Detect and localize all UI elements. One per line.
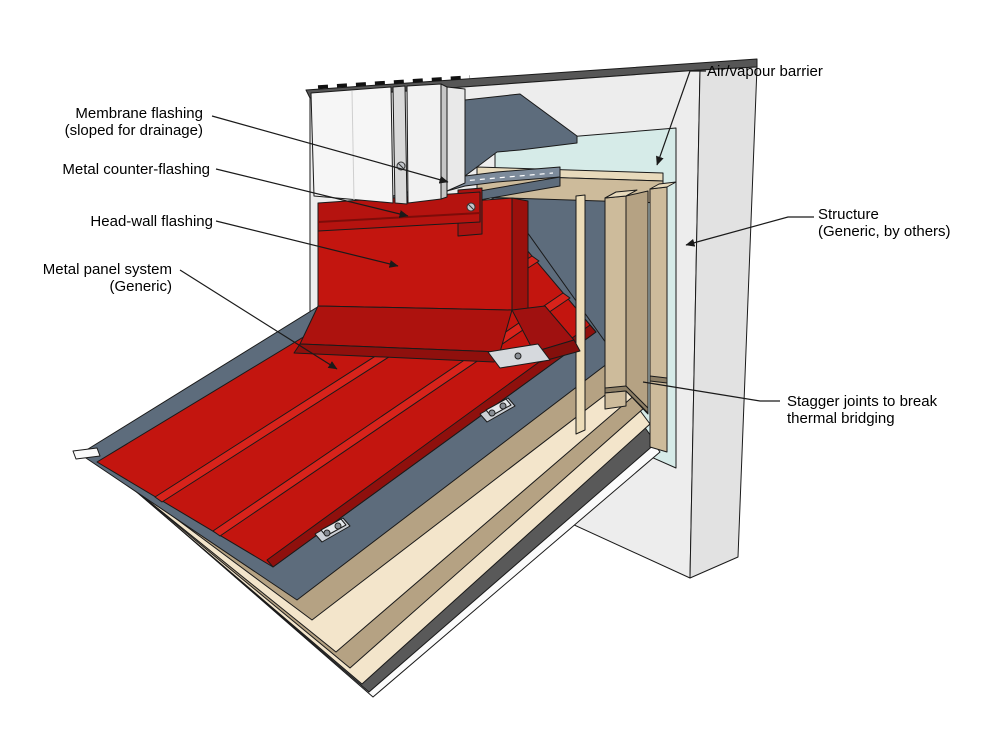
screw-icon: [489, 410, 495, 416]
label-line: Metal counter-flashing: [62, 161, 210, 178]
screw-icon: [335, 523, 341, 529]
label-line: (sloped for drainage): [64, 122, 203, 139]
leader-lines: [180, 71, 814, 401]
label-line: Head-wall flashing: [90, 213, 213, 230]
wall-front-face: [690, 67, 757, 578]
leader-stagger-joints: [643, 382, 780, 401]
screw-icon: [515, 353, 521, 359]
leader-counter-flashing: [216, 169, 409, 218]
label-line: Stagger joints to break: [787, 393, 938, 410]
head-wall-apron-lip: [294, 344, 500, 362]
membrane-upper-wedge: [465, 94, 577, 176]
inner-board-top: [650, 182, 676, 189]
outer-board-side: [626, 191, 648, 414]
wall-panel: [407, 84, 441, 203]
label-structure: Structure (Generic, by others): [818, 206, 951, 240]
label-line: thermal bridging: [787, 410, 895, 427]
label-line: Membrane flashing: [75, 105, 203, 122]
screw-slot: [468, 204, 474, 210]
screw-icon: [324, 530, 330, 536]
screw-slot: [398, 163, 404, 169]
leader-metal-panel-system: [180, 270, 338, 369]
wall-panel-return: [441, 84, 447, 199]
membrane-lap-dashed-line: [440, 173, 553, 183]
label-line: Air/vapour barrier: [707, 63, 823, 80]
label-metal-panel-system: Metal panel system (Generic): [43, 261, 172, 295]
label-membrane-flashing: Membrane flashing (sloped for drainage): [65, 105, 203, 139]
label-line: (Generic): [109, 278, 172, 295]
upper-wall-panels: [311, 84, 465, 204]
roof-clip: [480, 398, 515, 422]
furring-strip: [576, 195, 585, 434]
inner-board-front: [650, 187, 667, 452]
outer-board-lower: [605, 391, 626, 409]
outer-board-top: [605, 190, 637, 198]
wall-top-dashes: [318, 77, 470, 87]
inner-board-joint: [650, 376, 667, 383]
label-line: Structure: [818, 206, 879, 223]
roof-clip: [315, 518, 350, 542]
leader-membrane-flashing: [212, 116, 449, 184]
screw-icon: [500, 403, 506, 409]
wall-panel-joint: [352, 91, 354, 200]
outer-board-front: [605, 196, 626, 394]
label-line: Metal panel system: [42, 261, 172, 278]
leader-air-vapour-barrier: [656, 71, 706, 166]
wall-panel-seam: [393, 86, 407, 204]
wall-panel: [311, 87, 393, 203]
label-stagger-joints: Stagger joints to break thermal bridging: [787, 393, 937, 427]
leader-head-wall-flashing: [216, 221, 399, 268]
label-head-wall-flashing: Head-wall flashing: [90, 213, 213, 230]
head-wall-side-fold: [512, 198, 528, 313]
label-air-vapour-barrier: Air/vapour barrier: [707, 63, 823, 80]
label-metal-counter-flashing: Metal counter-flashing: [62, 161, 210, 178]
eave-drip-tip: [73, 448, 100, 459]
wall-panel: [447, 87, 465, 191]
panel-edge-fold: [267, 325, 596, 567]
label-line: (Generic, by others): [818, 223, 951, 240]
leader-structure: [685, 217, 814, 247]
